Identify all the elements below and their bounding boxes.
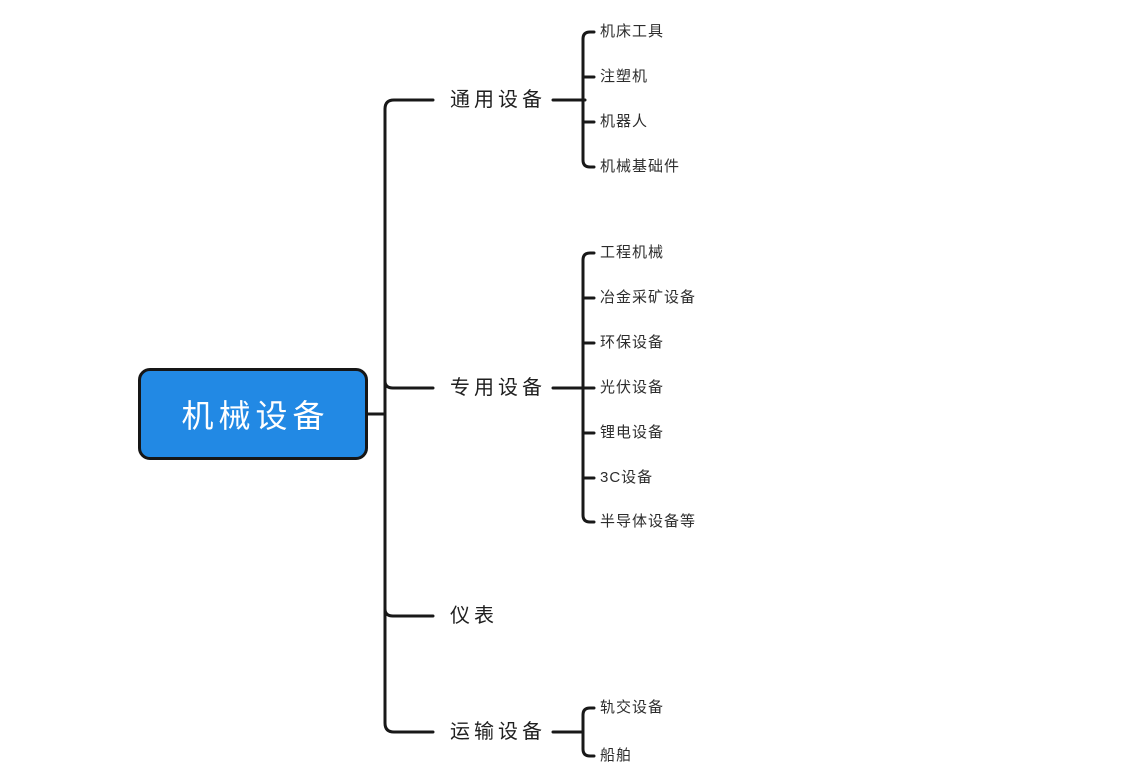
root-node-label: 机械设备 xyxy=(181,398,330,434)
leaf-node-3c-equipment[interactable]: 3C设备 xyxy=(600,469,654,486)
leaf-node-construction-machinery[interactable]: 工程机械 xyxy=(600,244,665,261)
leaf-node-metallurgy-mining[interactable]: 冶金采矿设备 xyxy=(600,289,697,306)
leaf-node-machine-tools[interactable]: 机床工具 xyxy=(600,23,665,40)
branch1-connectors xyxy=(551,30,596,169)
branch2-connectors xyxy=(551,251,596,524)
branch-node-special-equipment[interactable]: 专用设备 xyxy=(450,377,546,399)
leaf-node-ships[interactable]: 船舶 xyxy=(600,747,633,764)
leaf-node-basic-components[interactable]: 机械基础件 xyxy=(600,158,681,175)
leaf-node-lithium-battery[interactable]: 锂电设备 xyxy=(600,424,665,441)
branch-node-transport-equipment[interactable]: 运输设备 xyxy=(450,721,546,743)
branch4-connectors xyxy=(551,706,596,758)
leaf-node-injection-molding[interactable]: 注塑机 xyxy=(600,68,649,85)
leaf-node-semiconductor[interactable]: 半导体设备等 xyxy=(600,513,697,530)
main-spine-connectors xyxy=(364,98,435,734)
branch-node-instruments[interactable]: 仪表 xyxy=(450,605,498,627)
leaf-node-photovoltaic[interactable]: 光伏设备 xyxy=(600,379,665,396)
leaf-node-environmental[interactable]: 环保设备 xyxy=(600,334,665,351)
root-node[interactable]: 机械设备 xyxy=(138,368,368,460)
leaf-node-robots[interactable]: 机器人 xyxy=(600,113,649,130)
leaf-node-rail-transit[interactable]: 轨交设备 xyxy=(600,699,665,716)
branch-node-general-equipment[interactable]: 通用设备 xyxy=(450,89,546,111)
